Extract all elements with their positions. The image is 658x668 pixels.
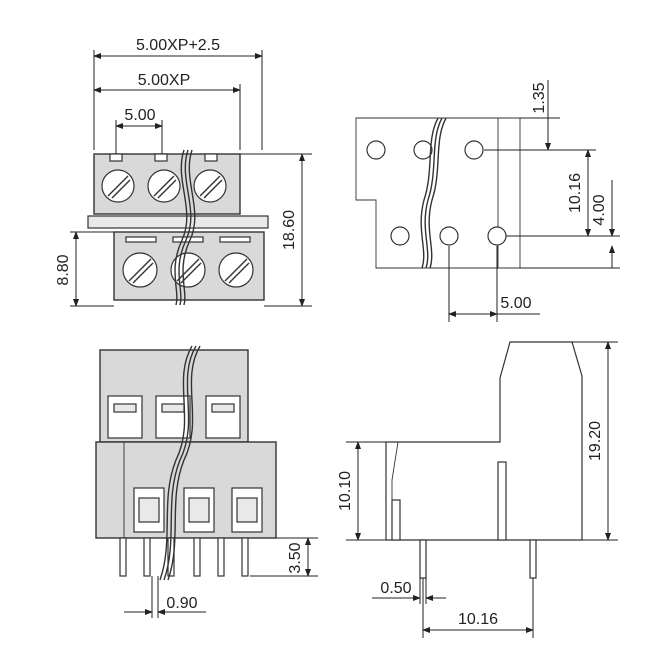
hole-icon — [366, 140, 386, 160]
screw-icon — [218, 252, 254, 288]
dim-side-pin-spacing: 10.16 — [458, 611, 498, 628]
dim-overall-width: 5.00XP+2.5 — [136, 37, 220, 54]
hole-icon — [439, 226, 459, 246]
top-view: 5.00XP+2.5 5.00XP 5.00 18.60 8.80 — [55, 37, 312, 307]
dim-front-pin-width: 0.90 — [166, 595, 197, 612]
dim-height-lower-row: 8.80 — [55, 254, 72, 285]
break-line — [167, 345, 201, 581]
dim-side-row-spacing: 10.16 — [567, 173, 584, 213]
dim-side-offset-top: 1.35 — [531, 82, 548, 113]
terminal-opening-icon — [231, 487, 263, 533]
hole-icon — [413, 140, 433, 160]
top-view-rail — [87, 215, 269, 229]
terminal-opening-icon — [183, 487, 215, 533]
break-line — [174, 149, 188, 306]
side-pin — [419, 539, 427, 579]
break-line — [182, 149, 196, 306]
terminal-opening-icon — [107, 395, 143, 439]
hole-icon — [464, 140, 484, 160]
pins — [119, 537, 249, 577]
terminal-opening-icon — [205, 395, 241, 439]
pcb-outline — [355, 117, 521, 269]
side-body-outline — [385, 341, 583, 541]
hole-icon — [487, 226, 507, 246]
screw-icon — [122, 252, 158, 288]
dim-side-bottom-offset: 4.00 — [591, 194, 608, 225]
break-line — [420, 117, 439, 269]
dim-front-pin-length: 3.50 — [287, 542, 304, 573]
dim-side-pin-pitch: 5.00 — [500, 295, 531, 312]
dim-side-pin-thickness: 0.50 — [380, 580, 411, 597]
hole-icon — [390, 226, 410, 246]
screw-icon — [193, 169, 227, 203]
break-line — [428, 117, 447, 269]
side-pin — [529, 539, 537, 579]
dim-height-total-top: 18.60 — [281, 210, 298, 250]
dim-pitch: 5.00 — [124, 107, 155, 124]
side-view: 10.10 19.20 0.50 10.16 — [337, 341, 618, 638]
dim-side-height-total: 19.20 — [587, 421, 604, 461]
screw-icon — [147, 169, 181, 203]
terminal-opening-icon — [133, 487, 165, 533]
screw-icon — [101, 169, 135, 203]
dim-side-height-lower: 10.10 — [337, 471, 354, 511]
break-line — [159, 345, 193, 581]
front-view: 3.50 0.90 — [95, 345, 318, 618]
dim-pitch-width: 5.00XP — [138, 72, 190, 89]
pcb-layout-view: 1.35 10.16 4.00 5.00 — [355, 80, 620, 322]
